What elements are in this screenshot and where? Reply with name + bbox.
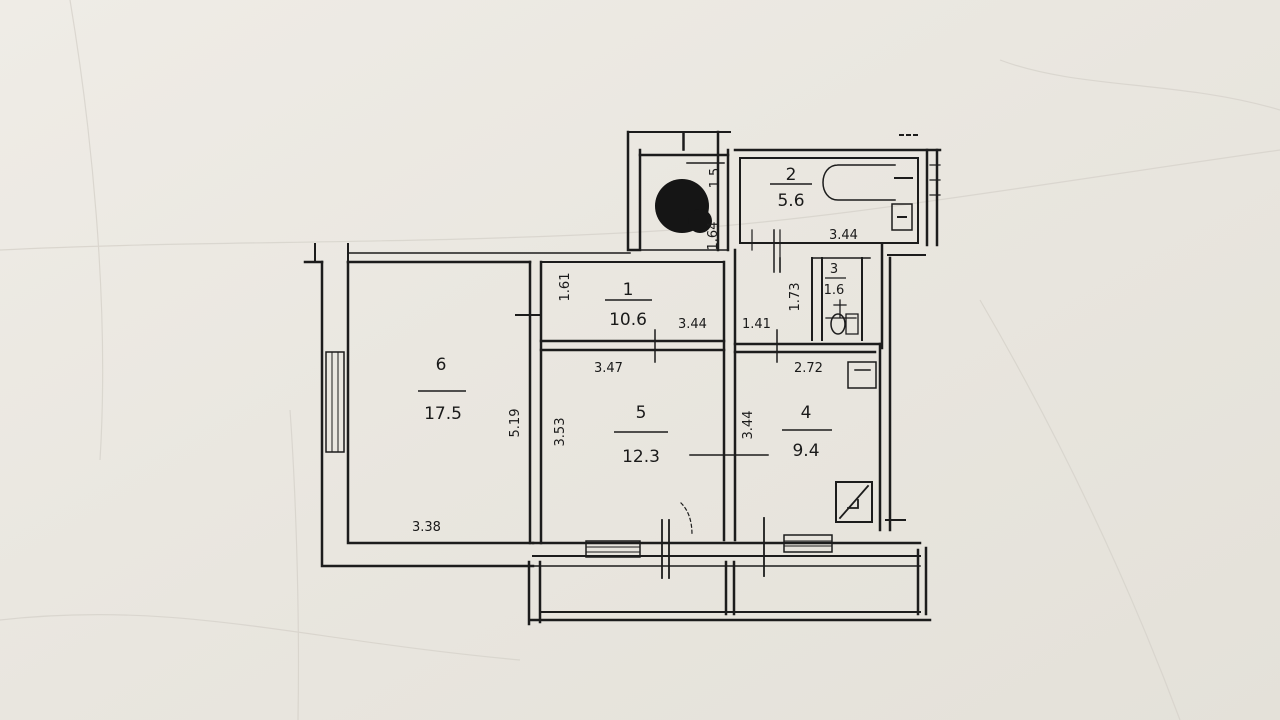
room-2-area: 5.6: [777, 191, 804, 211]
room-1-number: 1: [623, 280, 634, 300]
shaft-height-dim: 1.5: [708, 168, 723, 189]
shaft-width-dim: 1.64: [706, 222, 721, 251]
room-3-number: 3: [830, 262, 838, 277]
room-4-area: 9.4: [792, 441, 819, 461]
room-6-area: 17.5: [424, 404, 462, 424]
ink-blot: [655, 179, 712, 233]
room-2-number: 2: [786, 165, 797, 185]
hall-width-dim: 3.44: [678, 317, 707, 332]
room-6-number: 6: [436, 355, 447, 375]
room-labels: 1 10.6 2 5.6 3 1.6 4 9.4 5: [418, 165, 846, 467]
room6-width-dim: 3.38: [412, 520, 441, 535]
kitchen-length-dim: 3.44: [741, 411, 756, 440]
room6-length-dim: 5.19: [508, 409, 523, 438]
plan-linework: [303, 130, 942, 626]
room-3-label: 3 1.6: [824, 262, 846, 298]
room-6-label: 6 17.5: [418, 355, 466, 424]
room5-length-dim: 3.53: [553, 418, 568, 447]
hall-depth-dim: 1.61: [558, 273, 573, 302]
bath-width-dim: 3.44: [829, 228, 858, 243]
room-3-area: 1.6: [824, 283, 845, 298]
room-2-label: 2 5.6: [770, 165, 812, 211]
room-5-area: 12.3: [622, 447, 660, 467]
room-4-number: 4: [801, 403, 812, 423]
corridor-width-dim: 1.41: [742, 317, 771, 332]
room-5-label: 5 12.3: [614, 403, 668, 467]
kitchen-width-dim: 2.72: [794, 361, 823, 376]
room-1-label: 1 10.6: [605, 280, 652, 330]
room-1-area: 10.6: [609, 310, 647, 330]
room-5-number: 5: [636, 403, 647, 423]
wc-depth-dim: 1.73: [788, 283, 803, 312]
dimension-labels: 3.44 1.5 1.64 1.61 3.44 1.41 1.73 3.47 2…: [412, 168, 858, 535]
room5-width-dim: 3.47: [594, 361, 623, 376]
room-4-label: 4 9.4: [782, 403, 832, 461]
